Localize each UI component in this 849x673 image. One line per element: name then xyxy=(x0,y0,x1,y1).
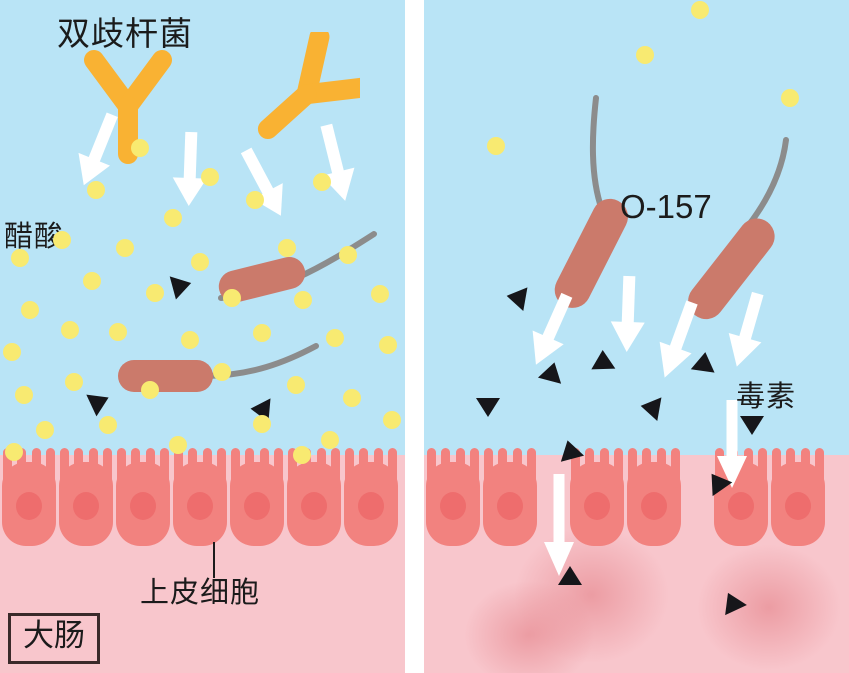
toxin-penetration-arrow-left xyxy=(544,474,574,576)
toxin-penetration-arrow-right xyxy=(717,400,747,488)
toxin-arrow-4 xyxy=(728,291,764,367)
epithelium-leader-line xyxy=(213,542,215,578)
epithelium-layer-left xyxy=(2,448,398,546)
acetate-dot xyxy=(99,416,117,434)
acetate-dot xyxy=(83,272,101,290)
acetate-dot xyxy=(164,209,182,227)
acetate-dot xyxy=(65,373,83,391)
organ-box-label: 大肠 xyxy=(8,613,100,664)
toxin-triangle xyxy=(590,349,616,370)
toxin-triangle xyxy=(740,416,764,435)
toxin-triangle xyxy=(558,566,582,585)
acetate-dot xyxy=(15,386,33,404)
toxin-arrow-3 xyxy=(659,300,698,378)
acetate-dot xyxy=(223,289,241,307)
acetate-dot xyxy=(379,336,397,354)
acetate-arrow-1 xyxy=(78,112,118,186)
acetate-dot xyxy=(213,363,231,381)
acetate-dot xyxy=(253,324,271,342)
acetate-arrow-4 xyxy=(320,123,355,201)
toxin-arrow-2 xyxy=(610,275,645,352)
toxin-arrow-1 xyxy=(532,292,573,365)
acetate-dot xyxy=(21,301,39,319)
acetate-dot xyxy=(246,191,264,209)
bifidobacteria-panel: 双歧杆菌 醋酸 上皮细胞 大肠 xyxy=(0,0,405,673)
acetate-dot xyxy=(146,284,164,302)
acetate-dot xyxy=(294,291,312,309)
acetate-dot xyxy=(61,321,79,339)
acetate-arrow-2 xyxy=(172,131,207,206)
acetate-dot xyxy=(326,329,344,347)
acetate-dot xyxy=(691,1,709,19)
epithelium-layer-right xyxy=(426,448,825,546)
toxin-triangle xyxy=(690,350,718,373)
acetate-dot xyxy=(371,285,389,303)
ecoli-rod-right-2 xyxy=(688,137,789,320)
acetate-dot xyxy=(781,89,799,107)
acetate-dot xyxy=(109,323,127,341)
toxin-triangle xyxy=(476,398,500,417)
panel-divider xyxy=(405,0,424,673)
toxin-label: 毒素 xyxy=(736,379,797,413)
pathogen-label: O-157 xyxy=(620,188,712,225)
acetate-dot xyxy=(201,168,219,186)
acetate-dot xyxy=(287,376,305,394)
acetate-dot xyxy=(131,139,149,157)
o157-panel: O-157 毒素 xyxy=(424,0,849,673)
acetate-arrow-3 xyxy=(240,147,283,216)
acetate-dot xyxy=(3,343,21,361)
acetate-dot xyxy=(339,246,357,264)
acetate-dot xyxy=(169,436,187,454)
acetate-dot xyxy=(487,137,505,155)
acetate-dot xyxy=(87,181,105,199)
acetate-dot xyxy=(141,381,159,399)
lumen-region-right xyxy=(424,0,849,455)
acetate-dot xyxy=(253,415,271,433)
acetate-dot xyxy=(5,443,23,461)
acetate-dot xyxy=(116,239,134,257)
acetate-dot xyxy=(278,239,296,257)
acetate-dot xyxy=(191,253,209,271)
acetate-dot xyxy=(53,231,71,249)
bifidobacteria-y-2 xyxy=(257,32,360,140)
acetate-dot xyxy=(36,421,54,439)
acetate-dot xyxy=(321,431,339,449)
acetate-dot xyxy=(383,411,401,429)
panel-title-left: 双歧杆菌 xyxy=(57,14,193,53)
acetate-dot xyxy=(343,389,361,407)
acetate-dot xyxy=(313,173,331,191)
acetate-dot xyxy=(636,46,654,64)
acetate-dot xyxy=(293,446,311,464)
acetate-dot xyxy=(181,331,199,349)
bifidobacteria-y-1 xyxy=(84,50,172,164)
ecoli-rod-right-1 xyxy=(554,95,628,308)
epithelium-label: 上皮细胞 xyxy=(140,575,261,609)
acetate-dot xyxy=(11,249,29,267)
